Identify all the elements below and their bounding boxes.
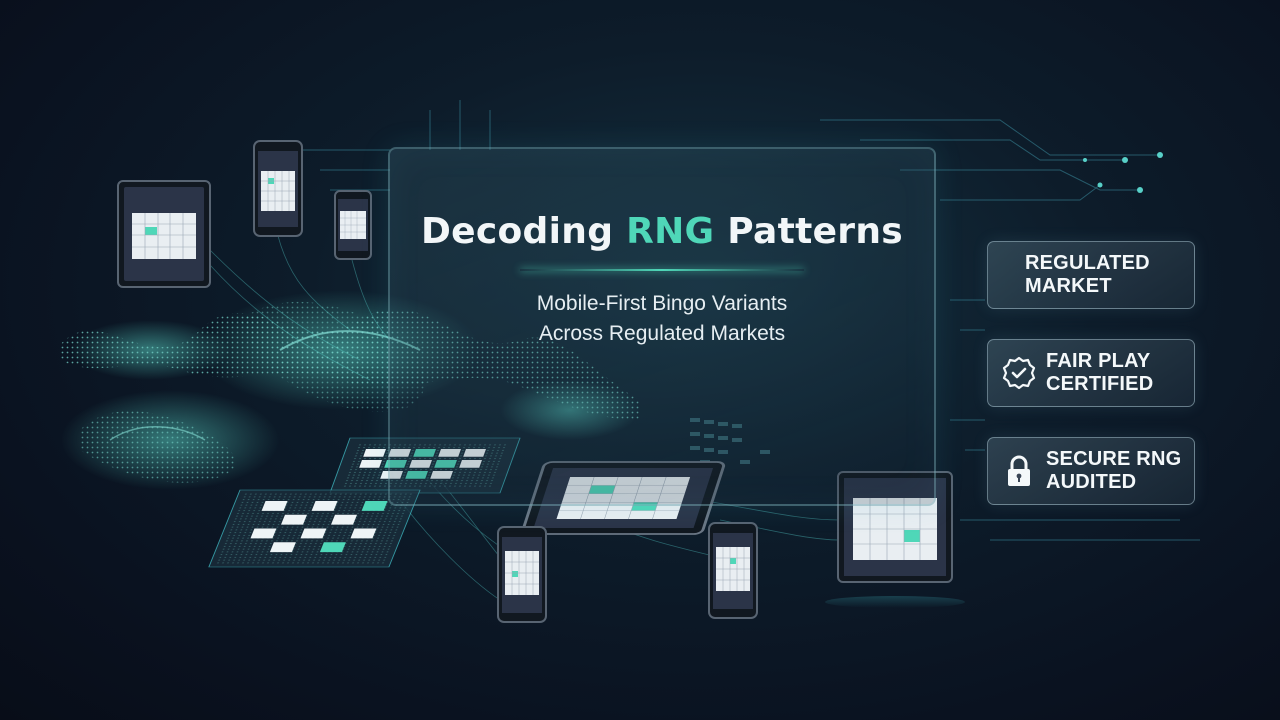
badge-text: SECURE RNG AUDITED	[1046, 448, 1181, 494]
phone-small	[334, 190, 372, 260]
hero-panel: Decoding RNG Patterns Mobile-First Bingo…	[388, 147, 936, 506]
hero-title: Decoding RNG Patterns	[390, 211, 934, 252]
badge-fair-play-certified: FAIR PLAY CERTIFIED	[987, 339, 1195, 407]
phone-top	[253, 140, 303, 237]
badge-line1: REGULATED	[1025, 252, 1150, 274]
circuit-nodes	[1083, 152, 1163, 193]
hero-subtitle-line1: Mobile-First Bingo Variants	[536, 292, 788, 315]
floating-grid-2	[208, 489, 421, 568]
hero-title-accent: RNG	[626, 211, 715, 252]
check-seal-icon	[1002, 356, 1036, 390]
padlock-icon	[1008, 455, 1030, 486]
tablet-tilted	[521, 461, 726, 535]
badge-line1: SECURE RNG	[1046, 448, 1182, 470]
badge-text: REGULATED MARKET	[1025, 252, 1150, 298]
badge-line1: FAIR PLAY	[1046, 350, 1151, 372]
hero-subtitle: Mobile-First Bingo Variants Across Regul…	[390, 289, 934, 349]
hero-title-part1: Decoding	[420, 211, 627, 252]
phone-bottom-left	[497, 526, 547, 623]
badge-line2: AUDITED	[1046, 471, 1137, 493]
particle-wave	[60, 290, 640, 490]
badge-line2: MARKET	[1025, 275, 1112, 297]
badge-secure-rng-audited: SECURE RNG AUDITED	[987, 437, 1195, 505]
badge-text: FAIR PLAY CERTIFIED	[1046, 350, 1153, 396]
hero-title-part2: Patterns	[714, 211, 904, 252]
circuit-traces	[300, 100, 1200, 541]
phone-bottom-right	[708, 522, 758, 619]
badge-line2: CERTIFIED	[1046, 373, 1154, 395]
tablet-right	[837, 471, 953, 583]
hero-subtitle-line2: Across Regulated Markets	[538, 322, 786, 345]
badge-regulated-market: REGULATED MARKET	[987, 241, 1195, 309]
hero-divider	[520, 269, 804, 271]
tablet-left	[117, 180, 211, 288]
chip-array	[690, 418, 770, 464]
